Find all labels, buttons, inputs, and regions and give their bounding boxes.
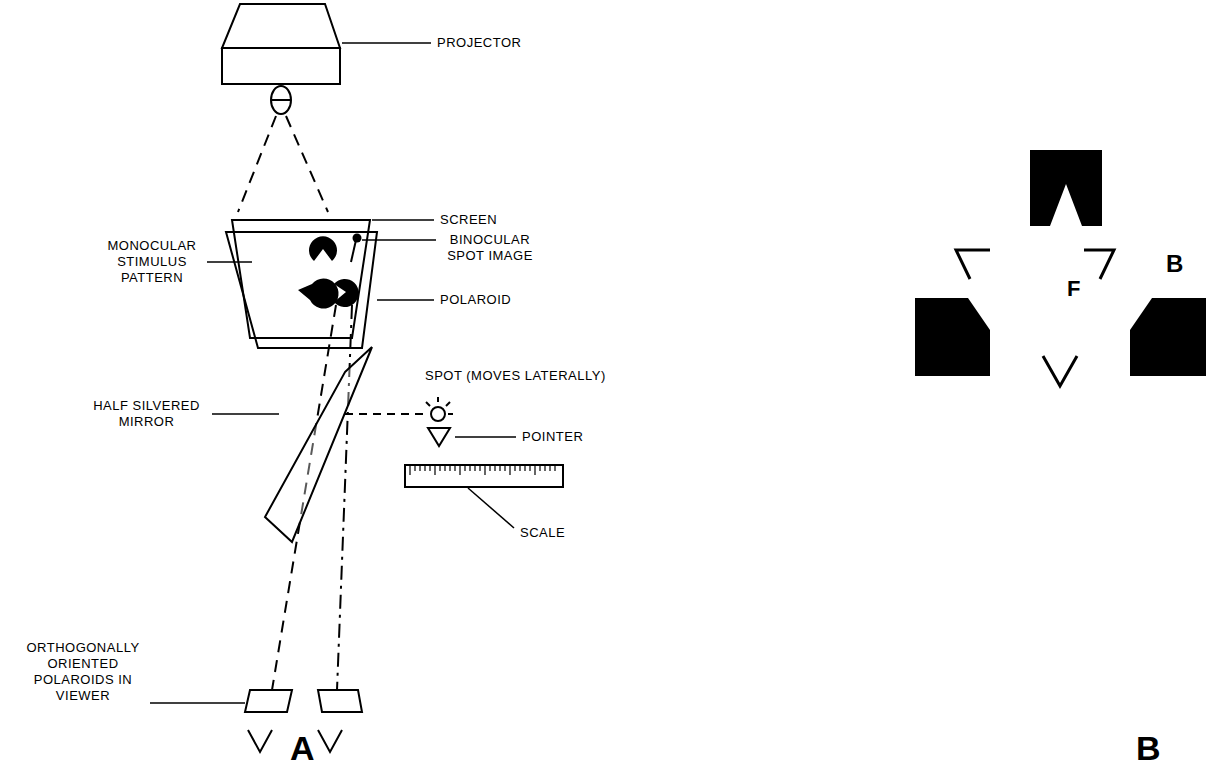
scale-tick	[424, 465, 425, 471]
screen	[232, 220, 370, 338]
outline-fragment	[956, 250, 1114, 386]
scale-tick	[504, 465, 505, 471]
scale-tick	[459, 465, 460, 475]
part-label: POLAROID	[440, 292, 511, 308]
projector	[271, 86, 291, 114]
part-label: HALF SILVERED MIRROR	[84, 398, 209, 430]
scale-tick	[429, 465, 430, 471]
pointer-symbol	[428, 428, 450, 446]
scale-tick	[524, 465, 525, 471]
leader-line	[207, 261, 252, 263]
scale-tick	[489, 465, 490, 471]
spot-lamp	[446, 402, 450, 406]
screen	[226, 232, 377, 348]
part-label: SCREEN	[440, 212, 497, 228]
scale-tick	[414, 465, 415, 471]
stimulus-pattern	[334, 279, 359, 307]
scale-bar	[410, 465, 555, 475]
region-letter: F	[1067, 278, 1080, 300]
projection-ray	[286, 116, 328, 212]
leader-line	[372, 219, 434, 221]
scale-tick	[419, 465, 420, 471]
leader-line	[342, 42, 431, 44]
scale-tick	[539, 465, 540, 471]
part-label: ORTHOGONALLY ORIENTED POLAROIDS IN VIEWE…	[22, 640, 144, 704]
scale-bar	[405, 465, 563, 487]
spot-stem	[351, 240, 356, 262]
inducer-shape	[1030, 150, 1102, 226]
leader-line	[468, 488, 514, 528]
scale-tick	[474, 465, 475, 471]
half-silvered-mirror	[265, 347, 372, 542]
scale-tick	[549, 465, 550, 471]
spot-lamp	[426, 397, 453, 421]
figure-letter: B	[1136, 731, 1161, 765]
scale-tick	[434, 465, 435, 475]
screen	[226, 220, 377, 348]
part-label: SCALE	[520, 525, 565, 541]
scale-tick	[464, 465, 465, 471]
spot-lamp	[426, 402, 430, 406]
scale-tick	[534, 465, 535, 475]
projector	[222, 4, 340, 114]
outline-fragment	[956, 250, 990, 279]
part-label: SPOT (MOVES LATERALLY)	[425, 368, 606, 384]
inducer-shape	[1130, 298, 1206, 376]
spot-lamp	[448, 413, 453, 415]
outline-fragment	[1043, 356, 1077, 386]
scale-tick	[544, 465, 545, 471]
scale-tick	[494, 465, 495, 471]
inducer-shape	[915, 150, 1206, 376]
scale-tick	[454, 465, 455, 471]
scale-tick	[479, 465, 480, 471]
region-letter: B	[1166, 252, 1183, 276]
leader-line	[362, 239, 436, 241]
part-label: PROJECTOR	[437, 35, 521, 51]
viewer-polaroid	[318, 690, 362, 712]
scale-tick	[509, 465, 510, 475]
scale-tick	[439, 465, 440, 471]
scale-bar	[405, 465, 563, 487]
projector	[222, 4, 340, 48]
scale-tick	[499, 465, 500, 471]
projector	[222, 48, 340, 84]
scale-tick	[554, 465, 555, 471]
spot-lamp	[431, 407, 445, 421]
scale-tick	[409, 465, 410, 475]
stimulus-pattern	[309, 236, 337, 261]
part-label: MONOCULAR STIMULUS PATTERN	[102, 238, 202, 286]
reflected-ray	[345, 413, 426, 415]
spot-lamp	[437, 397, 439, 402]
inducer-shape	[915, 298, 990, 376]
part-label: BINOCULAR SPOT IMAGE	[440, 232, 540, 264]
leader-line	[455, 436, 516, 438]
scale-tick	[529, 465, 530, 471]
scale-tick	[444, 465, 445, 471]
leader-line	[150, 702, 245, 704]
viewer-polaroid	[245, 690, 292, 712]
part-label: POINTER	[522, 429, 583, 445]
scale-tick	[484, 465, 485, 475]
viewer-polaroid	[245, 690, 362, 712]
leader-line	[377, 299, 434, 301]
leader-line	[212, 413, 279, 415]
eye-symbol	[248, 730, 272, 752]
scale-tick	[449, 465, 450, 471]
scale-tick	[514, 465, 515, 471]
projection-ray	[238, 116, 276, 212]
projection-ray	[238, 116, 328, 212]
projector	[271, 99, 291, 101]
sight-line	[337, 305, 352, 690]
figure-letter: A	[290, 731, 315, 765]
scale-tick	[469, 465, 470, 471]
eye-symbol	[318, 730, 342, 752]
stimulus-pattern	[298, 234, 362, 309]
stimulus-pattern	[298, 279, 339, 309]
stimulus-pattern	[353, 234, 362, 243]
outline-fragment	[1084, 250, 1114, 279]
scale-tick	[519, 465, 520, 471]
